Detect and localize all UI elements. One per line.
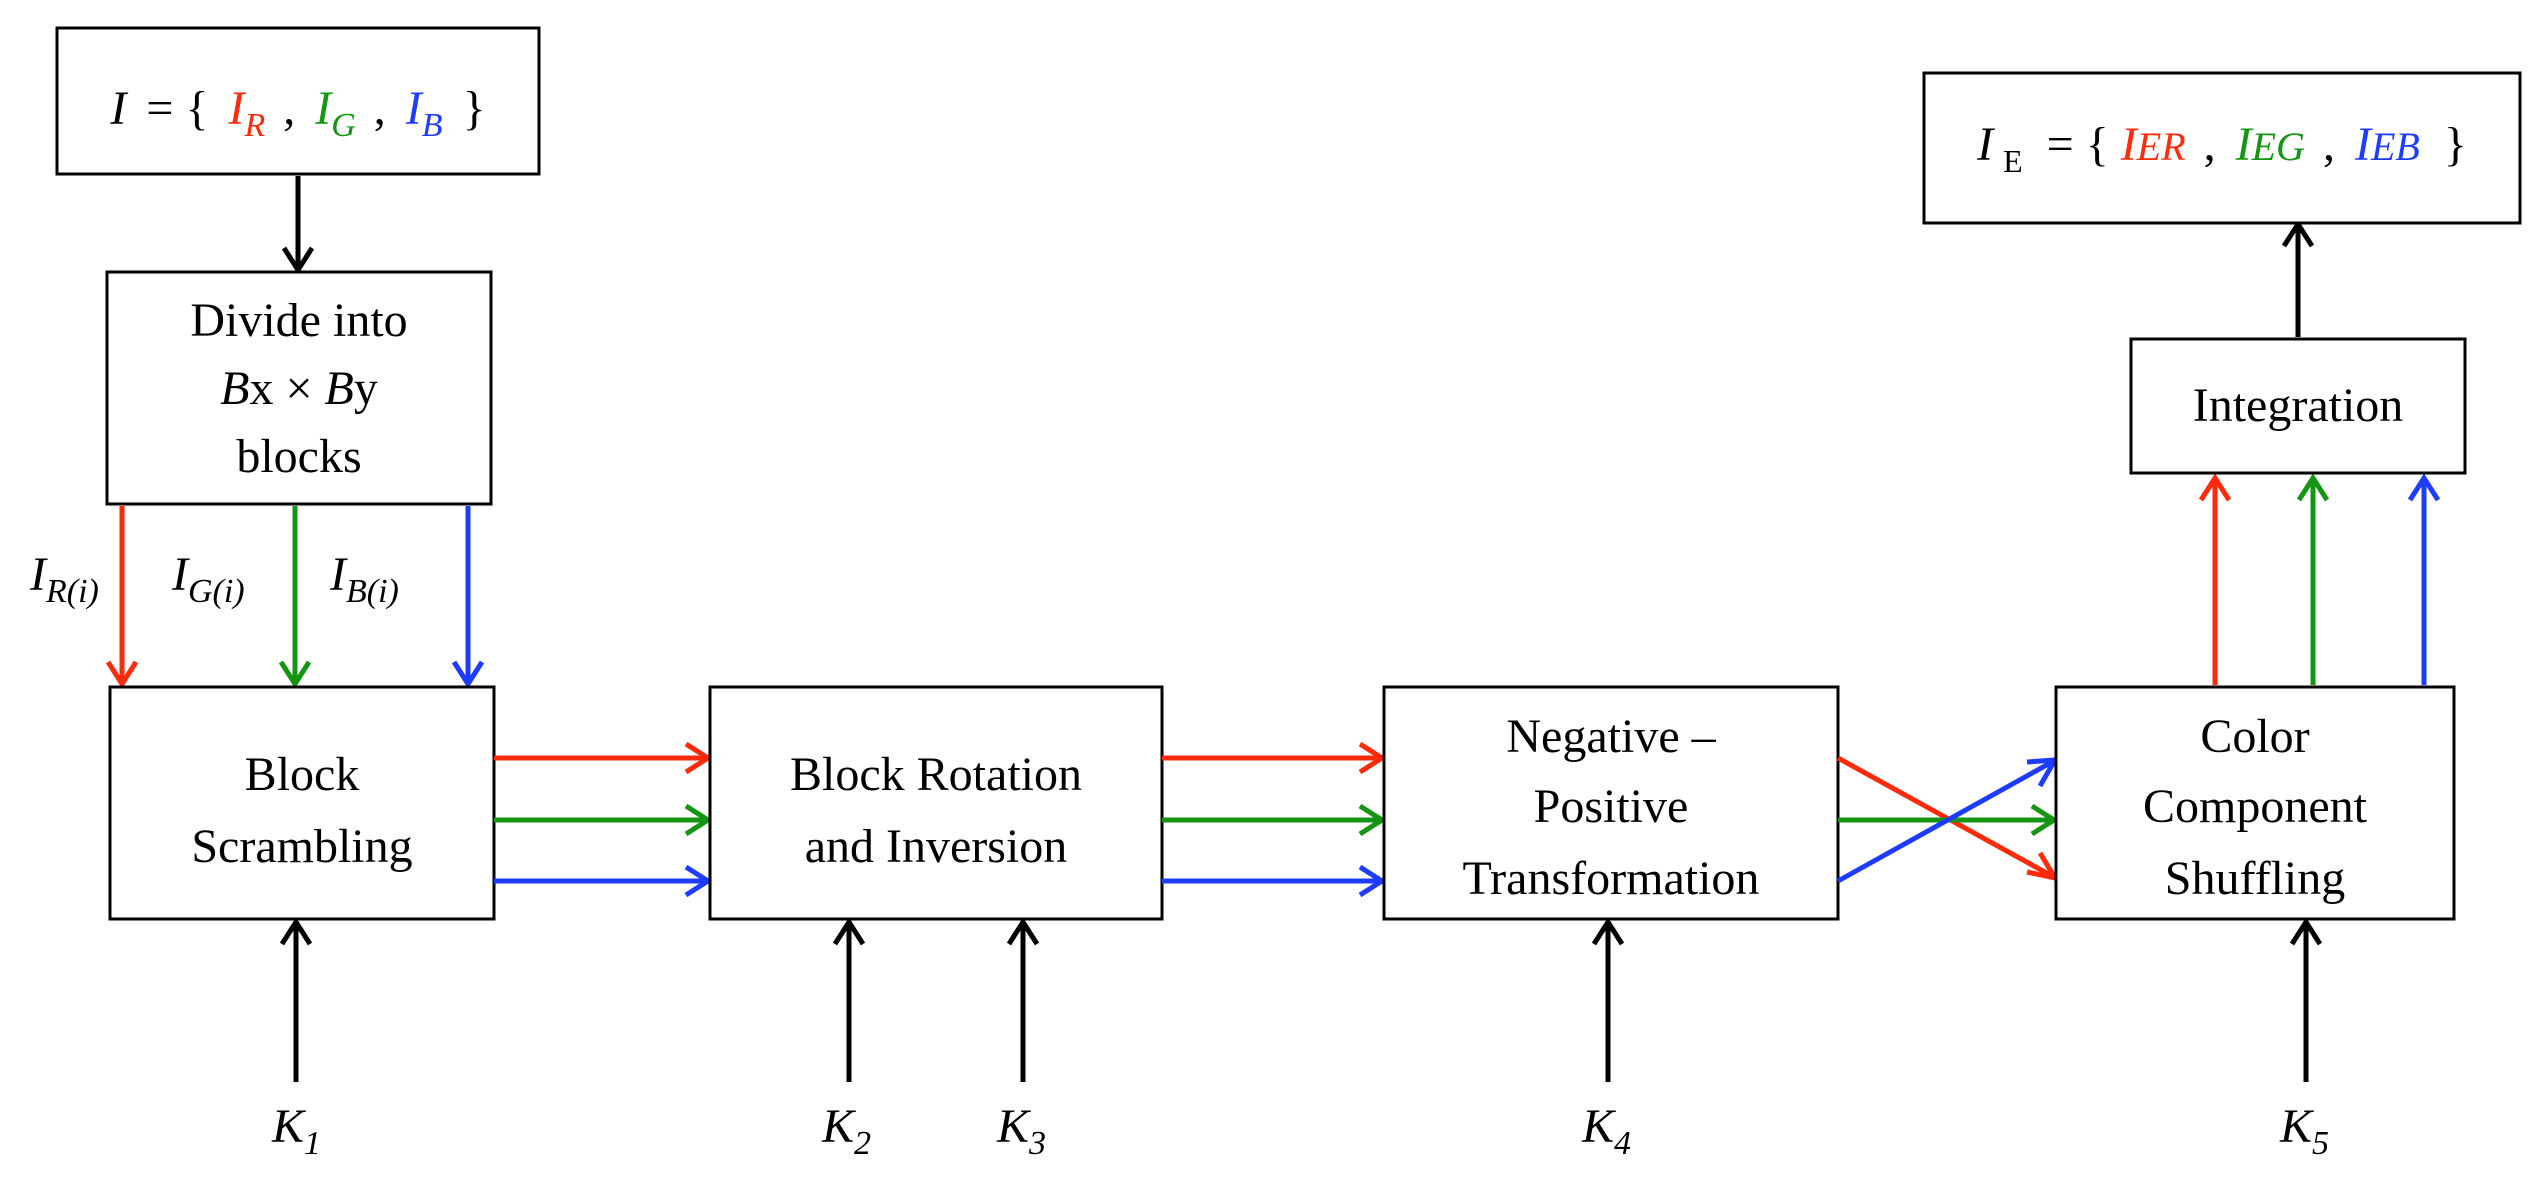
divide-blocks-node: Divide into Bx × By blocks xyxy=(105,270,493,506)
arrow-integration-to-output xyxy=(2281,219,2315,337)
color-shuffling-line3: Shuffling xyxy=(2165,852,2345,905)
negative-positive-line3: Transformation xyxy=(1463,852,1760,905)
negative-positive-line1: Negative – xyxy=(1506,710,1716,763)
block-scrambling-line2: Scrambling xyxy=(191,820,412,873)
integration-node: Integration xyxy=(2129,337,2467,475)
input-image-box xyxy=(55,26,541,176)
color-shuffling-box xyxy=(2054,685,2456,921)
color-shuffling-node: Color Component Shuffling xyxy=(2054,685,2456,921)
arrow-input-to-divide xyxy=(281,176,315,275)
block-scrambling-node: Block Scrambling xyxy=(108,685,496,921)
negative-positive-node: Negative – Positive Transformation xyxy=(1382,685,1840,921)
block-rotation-line2: and Inversion xyxy=(805,820,1068,873)
channel-arrows-to-scrambling xyxy=(105,506,485,689)
color-shuffling-line1: Color xyxy=(2200,710,2309,763)
block-scrambling-line1: Block xyxy=(245,748,360,801)
label-green-channel: IG(i) xyxy=(171,548,245,610)
label-blue-channel: IB(i) xyxy=(329,548,399,610)
block-scrambling-box xyxy=(108,685,496,921)
block-rotation-node: Block Rotation and Inversion xyxy=(708,685,1164,921)
block-rotation-line1: Block Rotation xyxy=(790,748,1082,801)
color-shuffling-line2: Component xyxy=(2143,780,2368,833)
channel-arrows-scrambling-to-rotation xyxy=(494,741,713,898)
divide-line2: Bx × By xyxy=(220,362,378,415)
negative-positive-box xyxy=(1382,685,1840,921)
channel-arrows-to-integration xyxy=(2198,473,2441,685)
block-rotation-box xyxy=(708,685,1164,921)
key-label-2: K2 xyxy=(821,1100,871,1162)
divide-line1: Divide into xyxy=(190,294,407,347)
key-label-1: K1 xyxy=(271,1100,321,1162)
output-image-box xyxy=(1922,71,2522,225)
key-label-5: K5 xyxy=(2279,1100,2329,1162)
divide-blocks-box xyxy=(105,270,493,506)
label-red-channel: IR(i) xyxy=(29,548,99,610)
channel-arrows-rotation-to-negpos xyxy=(1162,741,1387,898)
key-label-3: K3 xyxy=(996,1100,1046,1162)
key-arrows xyxy=(279,917,2323,1082)
integration-label: Integration xyxy=(2193,379,2404,432)
key-label-4: K4 xyxy=(1581,1100,1631,1162)
input-image-node: I = { IR , IG , IB } xyxy=(55,26,541,176)
integration-box xyxy=(2129,337,2467,475)
input-image-formula: I = { IR , IG , IB } xyxy=(109,82,485,147)
negative-positive-line2: Positive xyxy=(1534,780,1689,833)
divide-line3: blocks xyxy=(236,430,361,483)
channel-arrows-negpos-to-shuffling xyxy=(1836,755,2061,884)
